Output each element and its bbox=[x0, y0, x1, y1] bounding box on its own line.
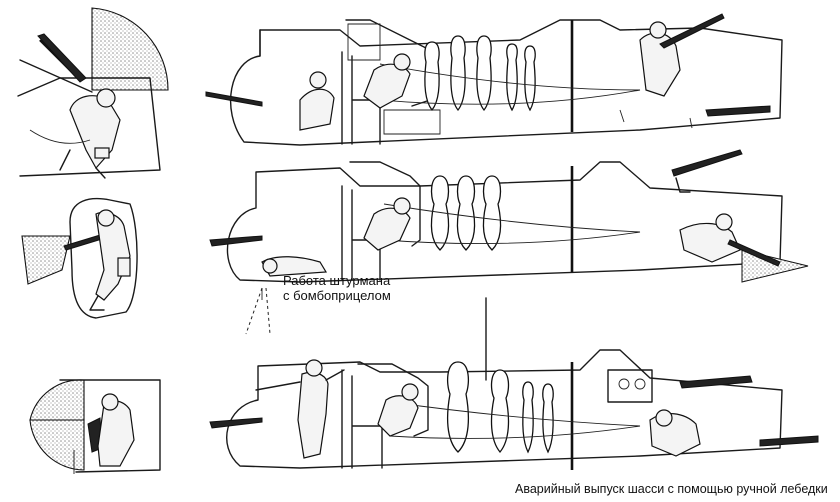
detail-nose-gunner-bottom bbox=[29, 379, 161, 474]
detail-nose-gunner-middle bbox=[21, 197, 138, 319]
navigator-bombsight-caption: Работа штурмана с бомбоприцелом bbox=[283, 273, 391, 304]
aircraft-view-middle bbox=[209, 149, 809, 335]
navigator-caption-line-2: с бомбоприцелом bbox=[283, 287, 391, 303]
landing-gear-winch-caption: Аварийный выпуск шасси с помощью ручной … bbox=[515, 482, 828, 496]
aircraft-view-bottom bbox=[209, 297, 819, 470]
bomb-bay-middle bbox=[430, 175, 502, 251]
navigator-caption-line-1: Работа штурмана bbox=[283, 273, 391, 288]
bomb-bay-bottom bbox=[446, 361, 554, 454]
bomb-bay-top bbox=[424, 35, 536, 112]
aircraft-view-top bbox=[205, 13, 783, 146]
detail-nose-gunner-top bbox=[17, 7, 169, 179]
